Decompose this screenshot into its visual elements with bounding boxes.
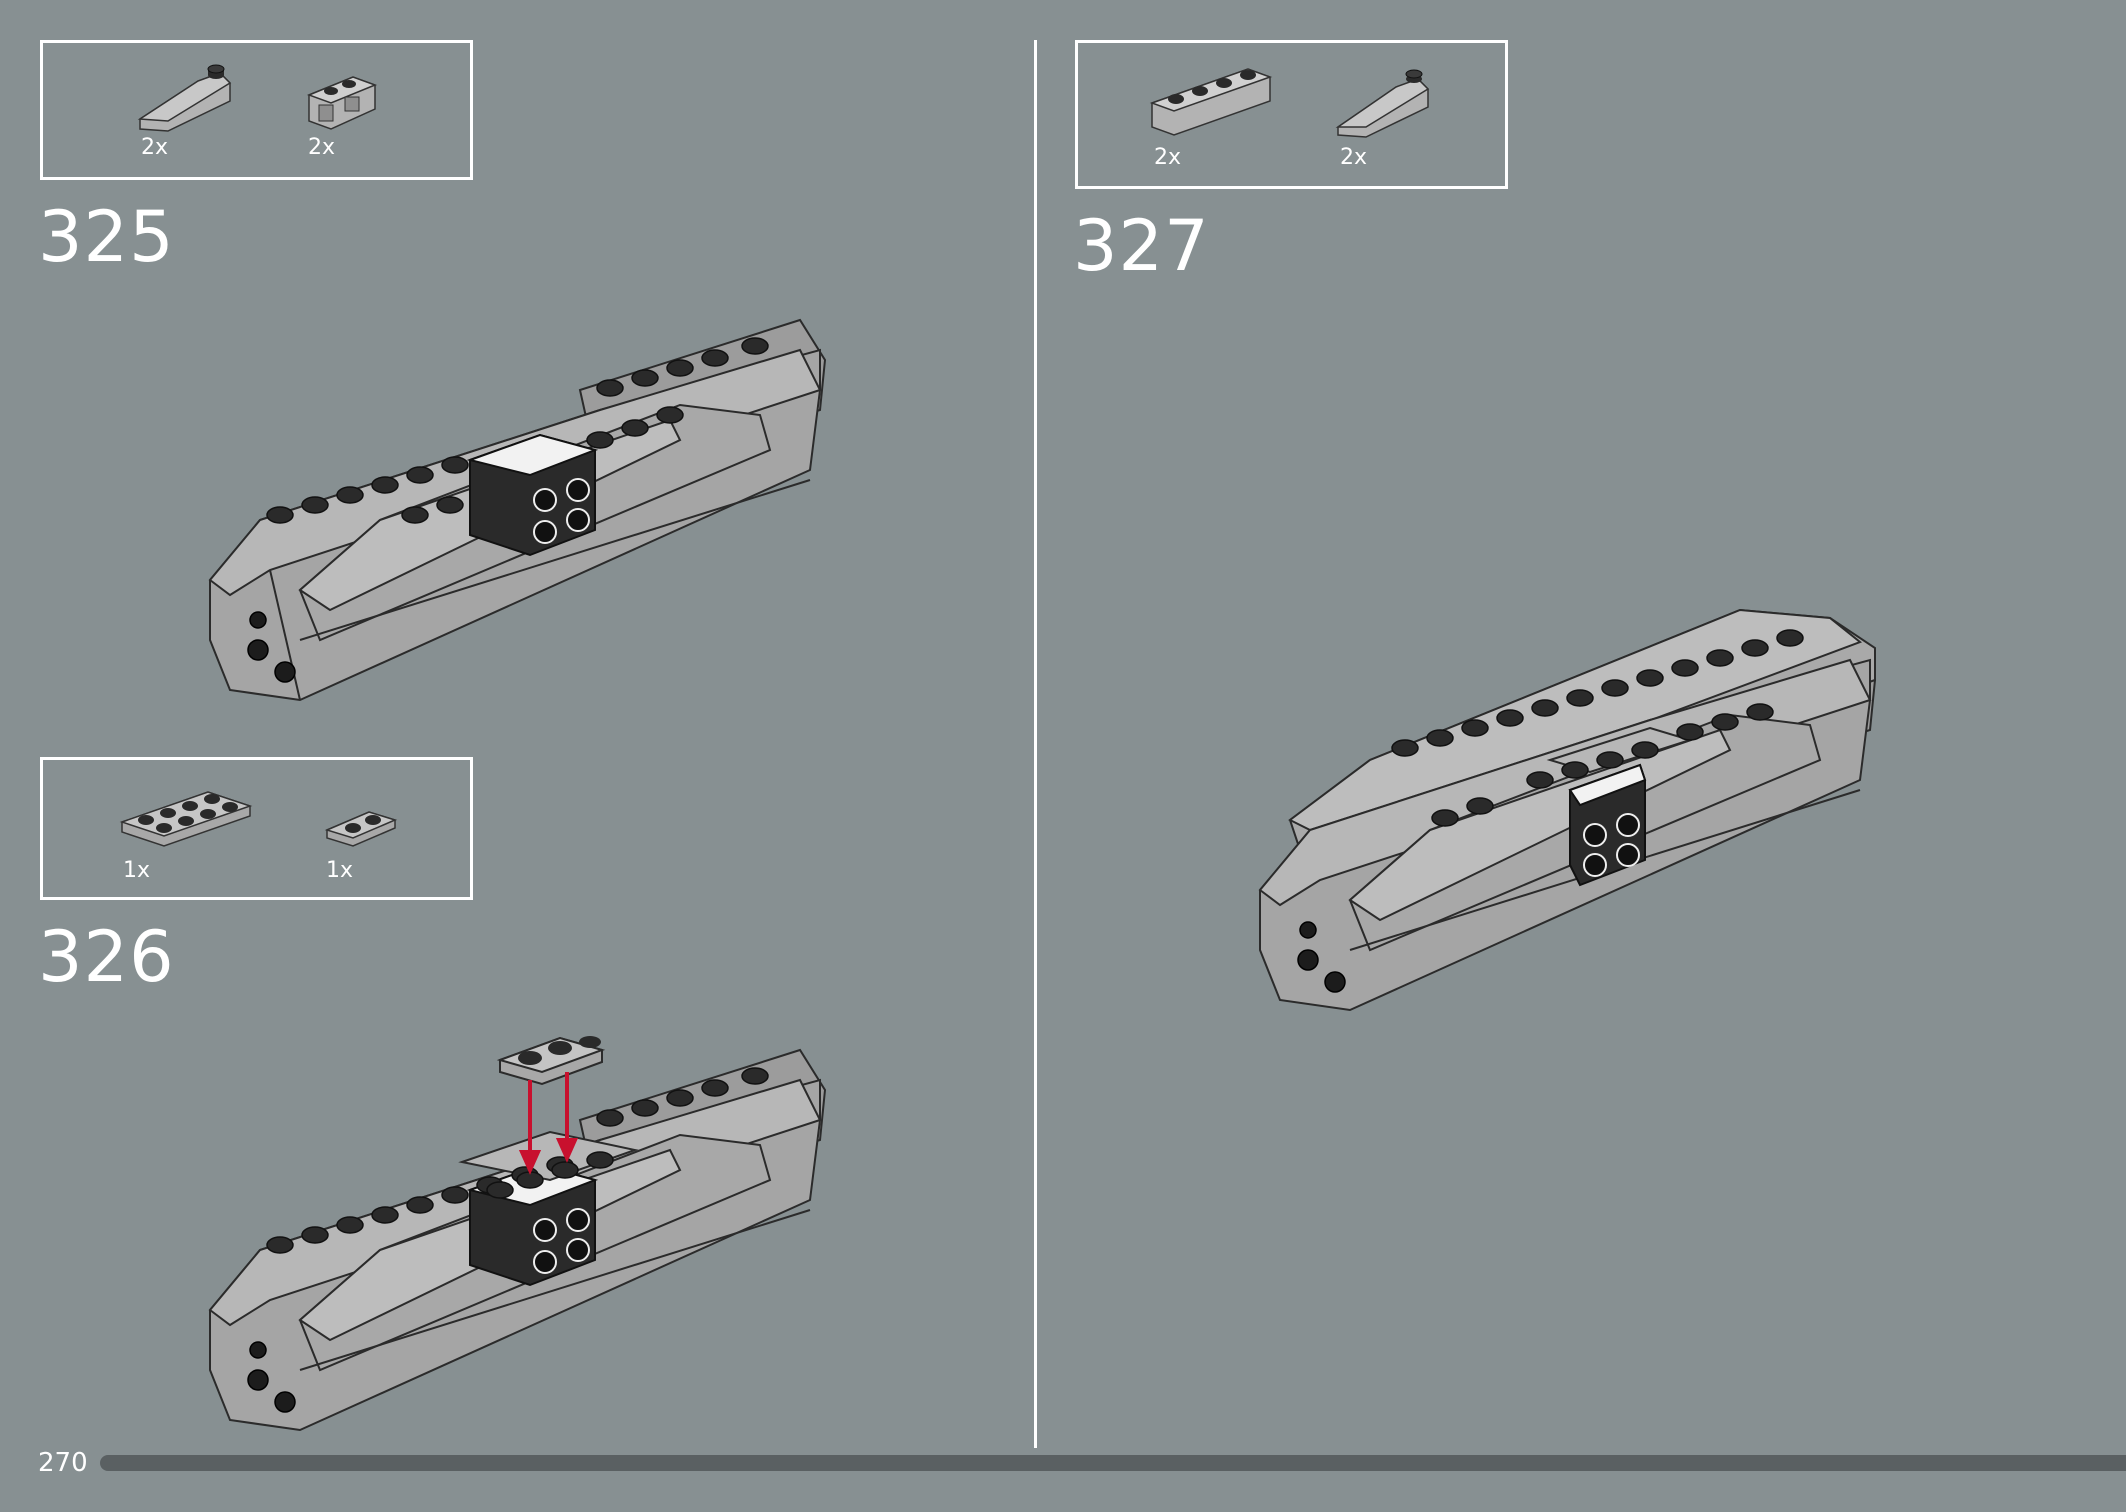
step-number: 327	[1073, 205, 1210, 287]
part-quantity: 2x	[141, 135, 169, 160]
part-quantity: 2x	[1154, 145, 1182, 170]
build-illustration-step-325	[208, 318, 827, 702]
build-illustration-step-326	[208, 1036, 827, 1432]
part-quantity: 2x	[1340, 145, 1368, 170]
part-quantity: 1x	[123, 858, 151, 883]
build-illustration-step-327	[1258, 608, 1877, 1012]
parts-box-step-327: 2x 2x	[1075, 40, 1508, 189]
parts-box-step-326: 1x 1x	[40, 757, 473, 900]
step-number: 325	[38, 196, 175, 278]
progress-bar	[100, 1455, 2126, 1471]
page-number: 270	[38, 1448, 88, 1478]
part-quantity: 2x	[308, 135, 336, 160]
page-divider	[1034, 40, 1037, 1448]
parts-box-step-325: 2x 2x	[40, 40, 473, 180]
step-number: 326	[38, 916, 175, 998]
part-quantity: 1x	[326, 858, 354, 883]
